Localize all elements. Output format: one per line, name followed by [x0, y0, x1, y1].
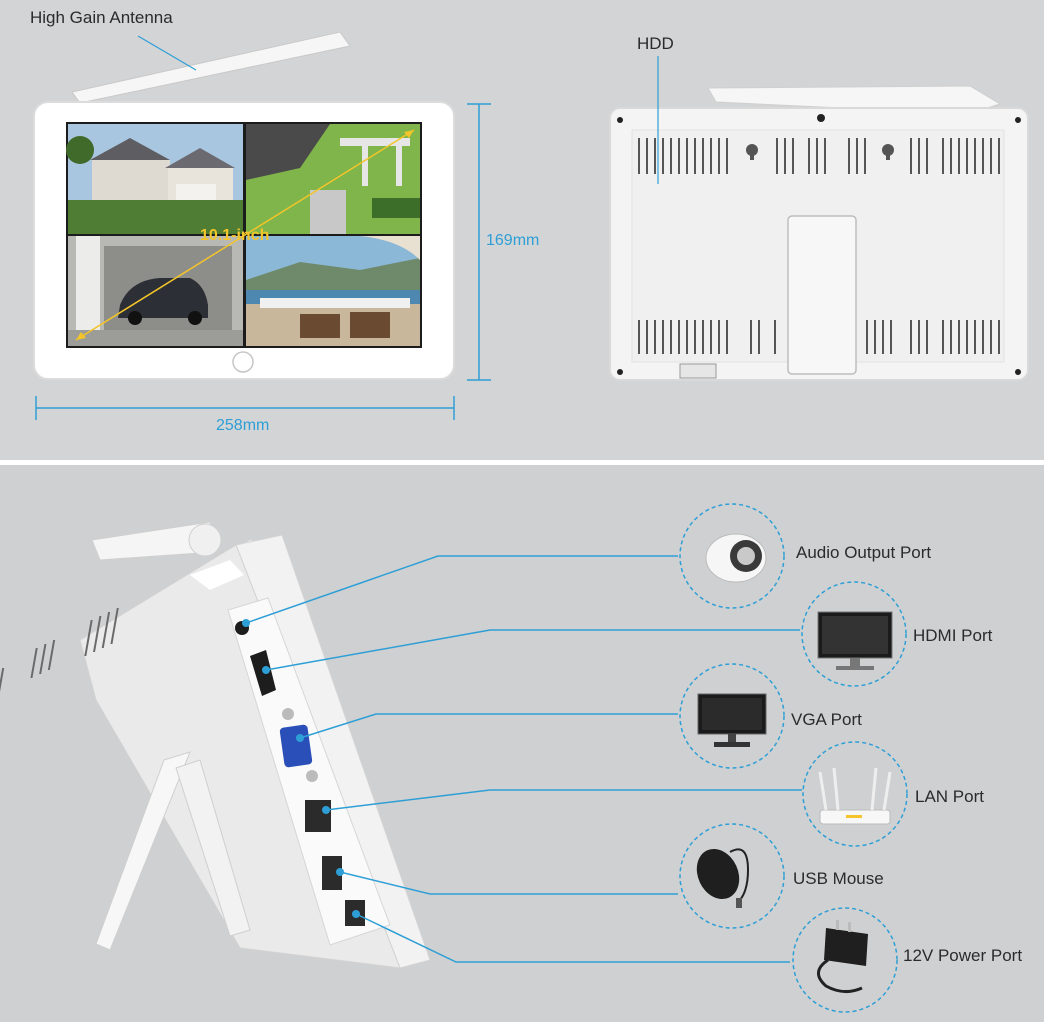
camera-feed-house [66, 124, 243, 234]
section-divider [0, 460, 1044, 465]
port-label-hdmi: HDMI Port [913, 626, 993, 645]
hdd-label: HDD [637, 34, 674, 53]
port-label-vga: VGA Port [791, 710, 862, 729]
width-label: 258mm [216, 417, 270, 434]
mouse-icon [696, 848, 750, 908]
camera-feed-patio [246, 236, 420, 346]
monitor-front-image [33, 101, 455, 380]
antenna-label: High Gain Antenna [30, 8, 173, 27]
port-label-power: 12V Power Port [903, 946, 1023, 965]
antenna-icon [71, 31, 351, 104]
monitor-back-image [609, 85, 1029, 381]
router-icon [818, 767, 892, 825]
port-label-audio: Audio Output Port [796, 543, 932, 562]
power-adapter-icon [817, 920, 868, 993]
port-markers [242, 619, 360, 918]
speaker-icon [705, 533, 767, 583]
port-connector-lines [245, 555, 802, 963]
vga-monitor-icon [697, 693, 767, 747]
height-label: 169mm [486, 232, 540, 249]
port-label-usb: USB Mouse [793, 869, 884, 888]
height-dimension-line [467, 103, 491, 381]
width-dimension-line [35, 396, 455, 420]
monitor-side-image [0, 521, 431, 969]
hdmi-monitor-icon [817, 611, 893, 670]
port-label-lan: LAN Port [915, 787, 984, 806]
screen-size-label: 10.1-inch [200, 227, 270, 244]
front-and-back-view [33, 31, 1029, 420]
